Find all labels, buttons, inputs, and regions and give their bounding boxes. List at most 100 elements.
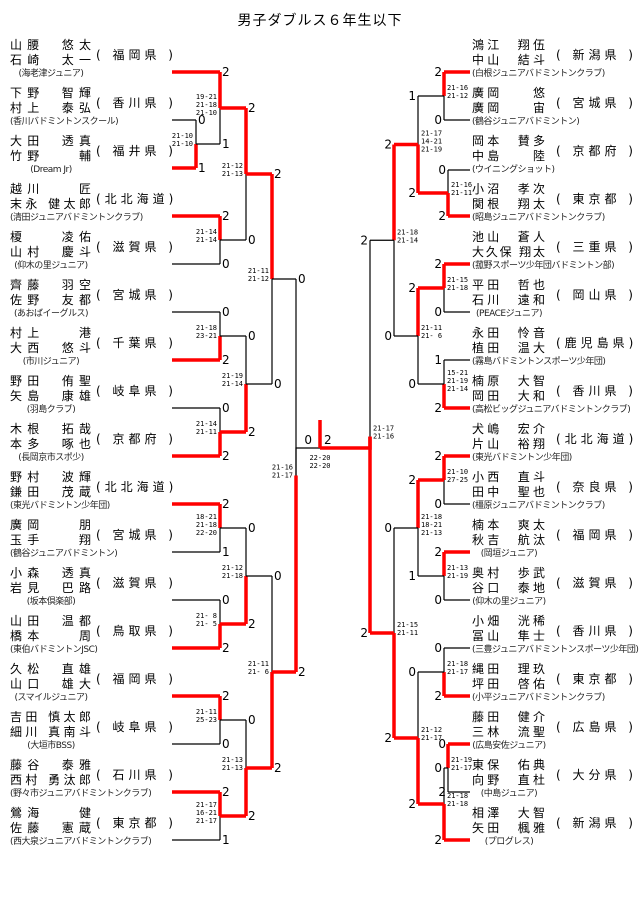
player-entry: 相澤 大智矢田 楓雅(プログレス) (472, 806, 546, 849)
match-score: 0 (274, 569, 282, 583)
game-score: 21-10 (172, 132, 193, 140)
game-score: 21-17 (447, 668, 468, 676)
player-name: 野村 波輝 (10, 470, 92, 484)
club-name: (東伯バドミントンJSC) (10, 645, 98, 655)
match-score: 2 (222, 65, 230, 79)
match-score: 2 (222, 689, 230, 703)
game-score: 21-19 (447, 572, 468, 580)
game-score: 21-17 (421, 130, 442, 138)
club-name: (野々市ジュニアバドミントンクラブ) (10, 789, 152, 799)
player-name: 大田 透真 (10, 134, 92, 148)
match-score: 2 (434, 65, 442, 79)
player-entry: 岡本 賛多中島 陸(ウイニングショット) (472, 134, 555, 177)
game-score: 21-13 (447, 564, 468, 572)
match-score: 2 (222, 785, 230, 799)
player-name: 木根 拓哉 (10, 422, 92, 436)
club-name: (清田ジュニアバドミントンクラブ) (10, 213, 143, 223)
player-name: 池山 蒼人 (472, 230, 546, 244)
match-score: 2 (408, 797, 416, 811)
player-name: 坪田 啓佑 (472, 677, 546, 691)
player-name: 中山 結斗 (472, 53, 546, 67)
prefecture-label: ( 香川県 ) (556, 624, 637, 638)
match-score: 0 (408, 665, 416, 679)
match-score: 2 (434, 449, 442, 463)
player-name: 相澤 大智 (472, 806, 546, 820)
prefecture-label: ( 石川県 ) (96, 768, 177, 782)
prefecture-label: ( 滋賀県 ) (556, 576, 637, 590)
club-name: (白根ジュニアバドミントンクラブ) (472, 69, 605, 79)
match-score: 0 (434, 641, 442, 655)
game-score: 21-12 (421, 726, 442, 734)
player-name: 岩見 巴路 (10, 581, 92, 595)
game-score: 21-11 (196, 708, 217, 716)
game-score: 21-16 (447, 84, 468, 92)
player-name: 吉田 慎太郎 (10, 710, 92, 724)
player-name: 大西 悠斗 (10, 341, 92, 355)
player-entry: 藤谷 泰雅西村 勇汰郎(野々市ジュニアバドミントンクラブ) (10, 758, 152, 801)
match-score: 2 (434, 401, 442, 415)
game-score: 21-13 (222, 170, 243, 178)
player-entry: 鴻江 翔伍中山 結斗(白根ジュニアバドミントンクラブ) (472, 38, 605, 81)
game-score: 21-14 (447, 385, 468, 393)
player-entry: 野村 波輝鎌田 茂蔵(東光バドミントン少年団) (10, 470, 110, 513)
game-score: 21-13 (222, 764, 243, 772)
player-name: 山田 温都 (10, 614, 92, 628)
match-score: 2 (438, 785, 446, 799)
player-name: 榎 凌佑 (10, 230, 92, 244)
player-name: 山口 雄大 (10, 677, 92, 691)
player-name: 下野 智輝 (10, 86, 92, 100)
match-score: 2 (434, 833, 442, 847)
match-score: 2 (274, 167, 282, 181)
club-name: (大垣市BSS) (27, 741, 75, 751)
club-name: (東光バドミントン少年団) (472, 453, 572, 463)
game-score: 14-21 (421, 138, 442, 146)
club-name: (岡垣ジュニア) (480, 549, 538, 559)
player-name: 田中 聖也 (472, 485, 546, 499)
club-name: (鶴谷ジュニアバドミントン) (10, 549, 118, 559)
match-score: 2 (222, 497, 230, 511)
match-score: 2 (248, 425, 256, 439)
game-score: 23-21 (196, 332, 217, 340)
player-name: 小西 直斗 (472, 470, 546, 484)
prefecture-label: ( 岐阜県 ) (96, 720, 177, 734)
game-score: 21-15 (447, 276, 468, 284)
game-score: 21-18 (447, 660, 468, 668)
game-score: 21-12 (222, 564, 243, 572)
prefecture-label: ( 福岡県 ) (556, 528, 637, 542)
match-score: 0 (274, 377, 282, 391)
player-name: 矢島 康雄 (10, 389, 92, 403)
club-name: (長岡京市スポ少) (18, 453, 84, 463)
player-name: 関根 翔太 (472, 197, 546, 211)
game-score: 19-21 (196, 93, 217, 101)
prefecture-label: ( 宮城県 ) (96, 288, 177, 302)
prefecture-label: ( 新潟県 ) (556, 816, 637, 830)
game-score: 21-11 (248, 660, 269, 668)
club-name: (あおばイーグルス) (13, 309, 89, 319)
player-entry: 藤田 健介三林 流聖(広島安佐ジュニア) (472, 710, 546, 753)
match-score: 2 (384, 138, 392, 152)
match-score: 2 (408, 473, 416, 487)
match-score: 0 (198, 113, 206, 127)
prefecture-label: ( 千葉県 ) (96, 336, 177, 350)
player-name: 細川 真南斗 (10, 725, 92, 739)
match-score: 0 (222, 737, 230, 751)
prefecture-label: ( 宮城県 ) (556, 96, 637, 110)
player-name: 三林 流聖 (472, 725, 546, 739)
player-entry: 小西 直斗田中 聖也(橿原ジュニアバドミントンクラブ) (472, 470, 605, 513)
club-name: (西大泉ジュニアバドミントンクラブ) (10, 837, 152, 847)
match-score: 2 (248, 101, 256, 115)
game-score: 21-19 (447, 377, 468, 385)
player-entry: 縄田 理玖坪田 啓佑(小平ジュニアバドミントンクラブ) (472, 662, 605, 705)
match-score: 2 (248, 809, 256, 823)
match-score: 2 (408, 281, 416, 295)
prefecture-label: (北北海道) (96, 192, 178, 206)
player-name: 橋本 周 (10, 629, 92, 643)
game-score: 21-17 (373, 425, 394, 433)
match-score: 1 (434, 353, 442, 367)
club-name: (プログレス) (484, 837, 534, 847)
match-score: 0 (438, 737, 446, 751)
prefecture-label: ( 京都府 ) (96, 432, 177, 446)
club-name: (市川ジュニア) (22, 357, 80, 367)
player-name: 玉手 翔 (10, 533, 92, 547)
player-name: 鎌田 茂蔵 (10, 485, 92, 499)
